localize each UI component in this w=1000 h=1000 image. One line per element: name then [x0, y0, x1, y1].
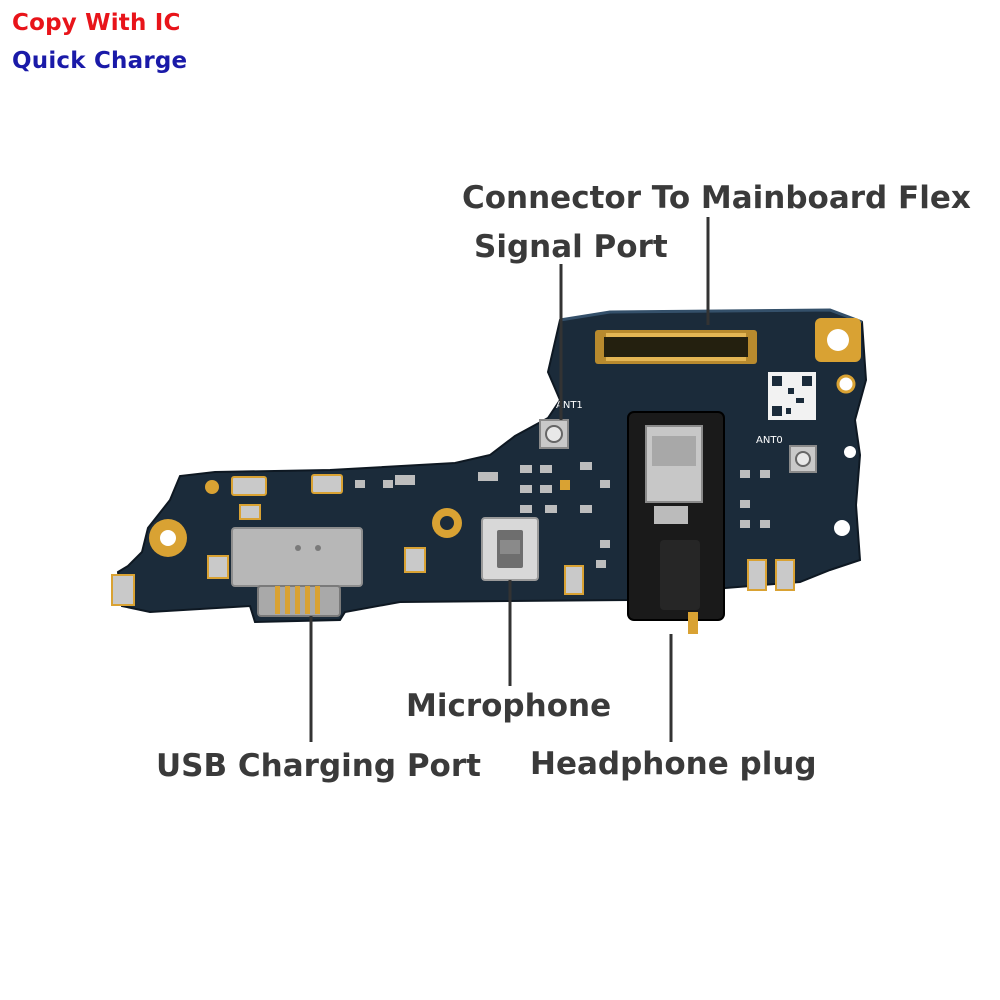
- connector-label: Connector To Mainboard Flex: [462, 180, 971, 216]
- mounting-hole-right-lower: [844, 446, 856, 458]
- microphone-component: [481, 517, 539, 581]
- ant1-silkscreen: ANT1: [556, 400, 583, 411]
- ant0-silkscreen: ANT0: [756, 435, 783, 446]
- signal-port-label: Signal Port: [474, 229, 668, 265]
- mounting-hole-left: [149, 519, 187, 557]
- quick-charge-label: Quick Charge: [12, 48, 188, 74]
- headphone-plug-label: Headphone plug: [530, 746, 817, 782]
- mounting-hole-top-right: [815, 318, 861, 362]
- smd-component-cluster: [355, 462, 770, 568]
- signal-port-ant1: [539, 419, 569, 449]
- mounting-hole-right: [836, 374, 856, 394]
- copy-with-ic-label: Copy With IC: [12, 10, 181, 36]
- qr-code-sticker: [768, 372, 816, 420]
- usb-charging-port-label: USB Charging Port: [156, 748, 481, 784]
- signal-port-ant0: [789, 445, 817, 473]
- headphone-jack: [627, 411, 725, 634]
- microphone-label: Microphone: [406, 688, 612, 724]
- mounting-hole-center: [432, 508, 462, 538]
- gold-contact-pads: [111, 474, 795, 606]
- mainboard-flex-connector: [595, 330, 757, 364]
- mounting-hole-right-bottom: [832, 518, 852, 538]
- usb-charging-port: [231, 527, 363, 617]
